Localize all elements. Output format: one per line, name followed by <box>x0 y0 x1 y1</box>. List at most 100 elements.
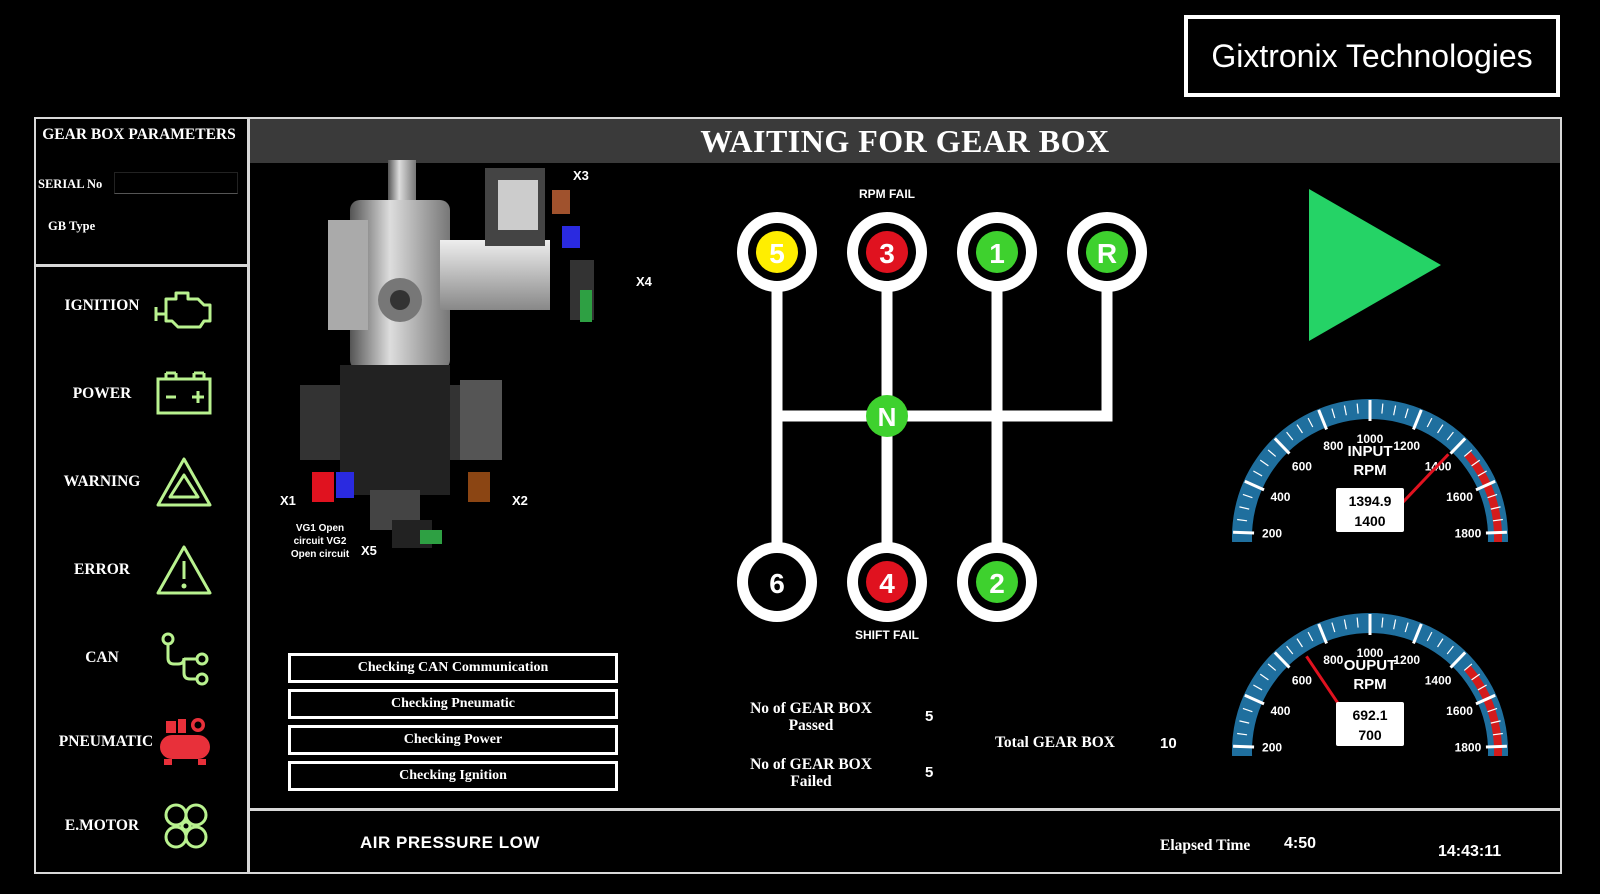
gauge-minor-tick <box>1487 707 1498 713</box>
rpm-fail-label: RPM FAIL <box>859 187 915 201</box>
gauge-tick <box>1244 693 1265 706</box>
failed-label: No of GEAR BOX Failed <box>750 756 872 790</box>
gauge-minor-tick <box>1253 470 1263 477</box>
gauge-reading: 1394.9 <box>1349 493 1392 509</box>
gauge-minor-tick <box>1492 732 1503 736</box>
status-can: CAN <box>34 629 247 689</box>
svg-text:N: N <box>878 402 897 432</box>
gauge-minor-tick <box>1331 408 1336 419</box>
gauge-minor-tick <box>1490 720 1501 724</box>
connector-label-x4: X4 <box>636 274 652 289</box>
gauge-minor-tick <box>1426 631 1433 642</box>
gauge-tick-label: 1200 <box>1393 439 1420 453</box>
status-ignition: IGNITION <box>34 277 247 337</box>
battery-icon <box>156 371 212 415</box>
fan-icon <box>164 803 208 849</box>
output-rpm-gauge: 0200400600800100012001400160018002000OUP… <box>1232 613 1508 756</box>
main-frame <box>34 117 1562 874</box>
status-pneumatic: PNEUMATIC <box>34 713 247 773</box>
gauge-tick <box>1475 479 1496 492</box>
status-label: CAN <box>85 649 119 666</box>
status-error: ERROR <box>34 541 247 601</box>
check-pneumatic-button[interactable]: Checking Pneumatic <box>288 689 618 719</box>
connector-label-x5: X5 <box>361 543 377 558</box>
gauge-tick-label: 200 <box>1262 741 1282 755</box>
gauge-redline <box>1464 665 1502 756</box>
svg-text:3: 3 <box>879 238 895 269</box>
gear-2-indicator: 2 <box>957 542 1037 622</box>
engine-icon <box>154 291 212 329</box>
gauge-setpoint: 700 <box>1358 727 1382 743</box>
gauge-tick-label: 1200 <box>1393 653 1420 667</box>
gauge-tick <box>1233 744 1255 749</box>
gauge-tick <box>1273 651 1291 669</box>
gauge-minor-tick <box>1242 493 1253 499</box>
gauge-tick-label: 1600 <box>1446 490 1473 504</box>
gear-5-indicator: 5 <box>737 212 817 292</box>
gauge-minor-tick <box>1239 720 1250 724</box>
gauge-tick-label: 1000 <box>1357 646 1384 660</box>
gauge-minor-tick <box>1437 638 1444 648</box>
gauge-tick-label: 800 <box>1323 653 1343 667</box>
page-title: WAITING FOR GEAR BOX <box>250 119 1560 163</box>
gauge-minor-tick <box>1404 408 1409 419</box>
gauge-tick-label: 1400 <box>1425 674 1452 688</box>
gauge-minor-tick <box>1404 622 1409 633</box>
gearbox-parameters-panel: GEAR BOX PARAMETERS SERIAL No GB Type <box>34 117 247 267</box>
gauge-tick-label: 1800 <box>1455 527 1482 541</box>
check-ignition-button[interactable]: Checking Ignition <box>288 761 618 791</box>
gauge-tick-label: 400 <box>1270 704 1290 718</box>
gauge-unit: RPM <box>1353 462 1386 479</box>
gauge-tick <box>1317 623 1328 645</box>
connector-label-x2: X2 <box>512 493 528 508</box>
gauge-tick-label: 600 <box>1292 460 1312 474</box>
gauge-minor-tick <box>1393 405 1397 416</box>
shift-pattern: 5 3 1 R 6 4 2 N RPM FAIL SHIFT FAIL <box>737 187 1147 642</box>
gauge-tick-label: 400 <box>1270 490 1290 504</box>
gauge-minor-tick <box>1267 449 1277 457</box>
gauge-minor-tick <box>1437 424 1444 434</box>
warning-triangle-icon <box>156 457 212 507</box>
gauge-minor-tick <box>1343 405 1347 416</box>
status-emotor: E.MOTOR <box>34 797 247 857</box>
gear-r-indicator: R <box>1067 212 1147 292</box>
gauge-minor-tick <box>1242 707 1253 713</box>
gear-1-indicator: 1 <box>957 212 1037 292</box>
gauge-title: OUPUT <box>1344 657 1397 674</box>
serial-input[interactable] <box>114 172 238 194</box>
shift-fail-label: SHIFT FAIL <box>855 628 919 642</box>
compressor-icon <box>160 718 210 765</box>
gauge-minor-tick <box>1286 431 1294 441</box>
gauge-redline <box>1464 451 1502 542</box>
check-power-button[interactable]: Checking Power <box>288 725 618 755</box>
status-label: PNEUMATIC <box>58 733 154 750</box>
gauge-tick <box>1449 651 1467 669</box>
failed-value: 5 <box>925 764 934 781</box>
total-label: Total GEAR BOX <box>994 734 1115 751</box>
gauge-minor-tick <box>1239 506 1250 510</box>
gauge-minor-tick <box>1286 645 1294 655</box>
svg-text:6: 6 <box>769 568 785 599</box>
play-icon[interactable] <box>1305 185 1445 345</box>
error-triangle-icon <box>156 545 212 595</box>
connector-label-x3: X3 <box>573 168 589 183</box>
gauge-tick <box>1317 409 1328 431</box>
gauge-minor-tick <box>1492 518 1503 522</box>
gauge-minor-tick <box>1307 631 1314 642</box>
svg-text:1: 1 <box>989 238 1005 269</box>
svg-text:R: R <box>1097 238 1117 269</box>
gauge-minor-tick <box>1296 424 1303 434</box>
check-can-button[interactable]: Checking CAN Communication <box>288 653 618 683</box>
can-network-icon <box>161 632 209 686</box>
gauge-minor-tick <box>1446 645 1454 655</box>
gauge-minor-tick <box>1477 684 1487 691</box>
gauge-minor-tick <box>1259 459 1269 467</box>
gauge-tick <box>1233 530 1255 535</box>
gauge-title: INPUT <box>1348 443 1393 460</box>
passed-value: 5 <box>925 708 934 725</box>
gauge-minor-tick <box>1463 663 1473 671</box>
parameters-title: GEAR BOX PARAMETERS <box>42 126 236 143</box>
gauge-minor-tick <box>1267 663 1277 671</box>
gauge-minor-tick <box>1471 459 1481 467</box>
gauge-readout-box <box>1336 488 1404 532</box>
